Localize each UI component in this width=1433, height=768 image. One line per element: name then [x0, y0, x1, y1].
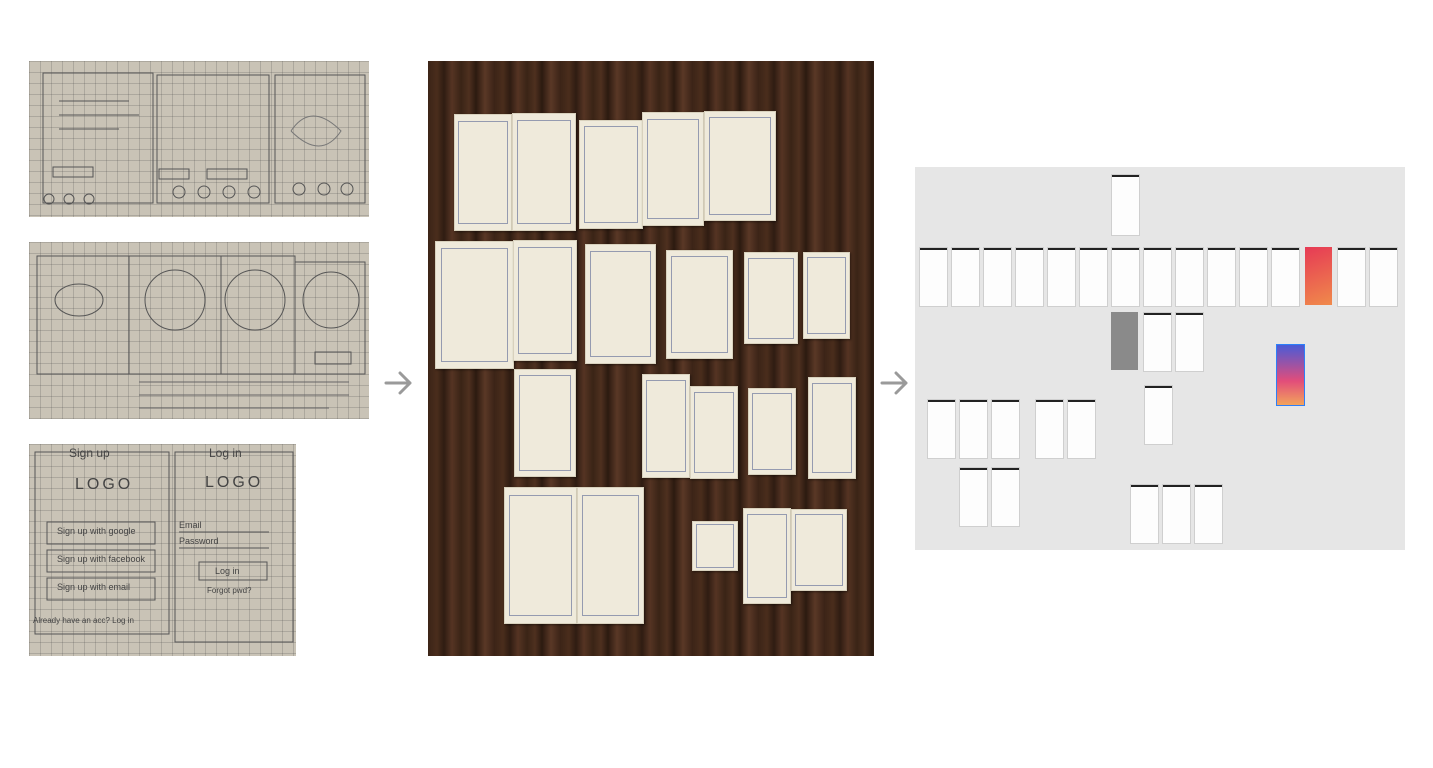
paper-card	[642, 112, 704, 226]
sketch-facebook-button: Sign up with facebook	[57, 554, 146, 564]
sketch-photo-sign-up-log-in: Sign up Log in LOGO LOGO Sign up with go…	[29, 444, 296, 656]
wireframe-screen[interactable]	[1143, 312, 1172, 372]
wireframe-screen[interactable]	[1239, 247, 1268, 307]
wireframe-screen[interactable]	[1143, 247, 1172, 307]
paper-card	[579, 120, 643, 229]
wireframe-screen[interactable]	[959, 399, 988, 459]
sketch-email-button: Sign up with email	[57, 582, 131, 592]
paper-card	[512, 113, 576, 231]
paper-card	[435, 241, 514, 369]
wireframe-artboard-canvas[interactable]	[915, 167, 1405, 550]
wireframe-screen[interactable]	[951, 247, 980, 307]
wireframe-screen[interactable]	[1162, 484, 1191, 544]
sketch-intro-drawing	[36, 255, 366, 409]
sketch-photo-onboarding	[29, 61, 369, 217]
wireframe-screen[interactable]	[991, 467, 1020, 527]
paper-card	[666, 250, 733, 359]
paper-card	[748, 388, 796, 475]
wireframe-screen[interactable]	[1175, 247, 1204, 307]
selected-mockup-screen[interactable]	[1276, 344, 1305, 406]
wireframe-screen[interactable]	[1207, 247, 1236, 307]
sketch-forgot-link: Forgot pwd?	[207, 586, 252, 595]
wireframe-screen[interactable]	[1194, 484, 1223, 544]
paper-card	[577, 487, 644, 624]
sketch-login-title: Log in	[209, 446, 242, 460]
sketch-google-button: Sign up with google	[57, 526, 136, 536]
sketch-photo-intro-slides	[29, 242, 369, 419]
paper-card	[808, 377, 856, 479]
sketch-onboarding-drawing	[42, 72, 366, 205]
wireframe-screen[interactable]	[959, 467, 988, 527]
wireframe-screen[interactable]	[983, 247, 1012, 307]
wireframe-screen[interactable]	[1337, 247, 1366, 307]
wireframe-screen[interactable]	[1047, 247, 1076, 307]
paper-card	[690, 386, 738, 479]
wireframe-screen[interactable]	[991, 399, 1020, 459]
paper-card	[743, 508, 791, 604]
paper-card	[454, 114, 512, 231]
sketch-logo-left: LOGO	[75, 476, 134, 493]
wireframe-screen[interactable]	[927, 399, 956, 459]
paper-card	[514, 369, 576, 477]
paper-card	[791, 509, 847, 591]
wireframe-screen[interactable]	[1130, 484, 1159, 544]
right-arrow-icon	[880, 371, 908, 395]
right-arrow-icon	[384, 371, 412, 395]
sketch-logo-right: LOGO	[205, 474, 264, 491]
sketch-login-button: Log in	[215, 566, 240, 576]
wireframe-screen[interactable]	[919, 247, 948, 307]
wireframe-screen[interactable]	[1111, 174, 1140, 236]
paper-card	[803, 252, 850, 339]
paper-card	[642, 374, 690, 478]
wireframe-screen[interactable]	[1175, 312, 1204, 372]
color-mockup-screen[interactable]	[1305, 247, 1332, 305]
paper-card	[513, 240, 577, 361]
sketch-password-label: Password	[179, 536, 219, 546]
wireframe-screen[interactable]	[1079, 247, 1108, 307]
wireframe-screen[interactable]	[1067, 399, 1096, 459]
sketch-signup-frames	[34, 451, 294, 643]
sketch-email-label: Email	[179, 520, 202, 530]
wireframe-screen[interactable]	[1111, 247, 1140, 307]
wireframe-screen[interactable]	[1369, 247, 1398, 307]
paper-card	[585, 244, 656, 364]
wireframe-screen[interactable]	[1015, 247, 1044, 307]
sketch-footer-text: Already have an acc? Log in	[33, 616, 134, 625]
sketch-signup-title: Sign up	[69, 446, 110, 460]
wireframe-screen[interactable]	[1271, 247, 1300, 307]
dark-wireframe-screen[interactable]	[1111, 312, 1138, 370]
paper-card	[744, 252, 798, 344]
paper-card	[504, 487, 577, 624]
wireframe-screen[interactable]	[1144, 385, 1173, 445]
paper-prototype-photo	[428, 61, 874, 656]
paper-card	[704, 111, 776, 221]
wireframe-screen[interactable]	[1035, 399, 1064, 459]
paper-card	[692, 521, 738, 571]
